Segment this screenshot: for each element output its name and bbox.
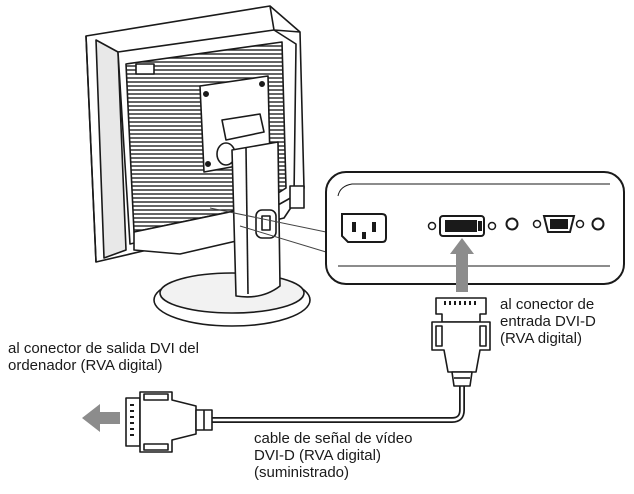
dvi-plug-computer-side — [125, 391, 213, 453]
zoom-lines — [209, 207, 327, 253]
connector-panel — [325, 171, 625, 285]
dvi-plug-monitor-side — [431, 297, 491, 387]
audio-jack-icon — [505, 217, 519, 231]
computer-output-label: al conector de salida DVI del ordenador … — [8, 340, 199, 374]
ac-power-inlet-icon — [341, 213, 387, 243]
output-arrow — [82, 404, 120, 432]
audio-jack-2-icon — [591, 217, 605, 231]
monitor — [85, 5, 311, 327]
hd15-port-icon — [532, 215, 585, 233]
monitor-input-label: al conector de entrada DVI-D (RVA digita… — [500, 296, 596, 347]
insert-arrow — [450, 238, 474, 292]
dvi-d-port-icon — [427, 215, 497, 237]
cable-label: cable de señal de vídeo DVI-D (RVA digit… — [254, 430, 413, 481]
dvi-cable — [212, 386, 465, 423]
